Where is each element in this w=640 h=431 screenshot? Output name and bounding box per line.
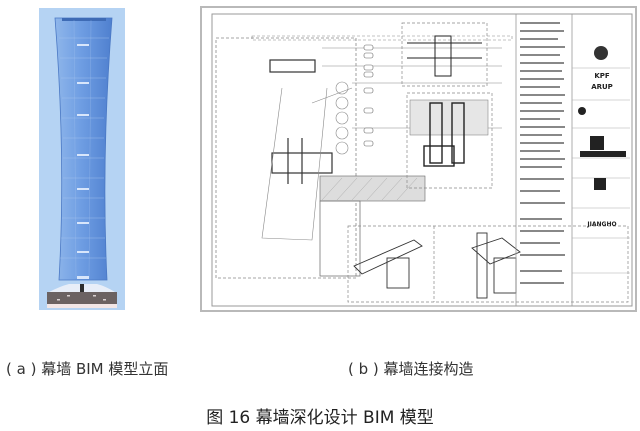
caption-panel-a: ( a ) 幕墙 BIM 模型立面 <box>6 360 169 378</box>
tower-illustration <box>47 17 117 308</box>
figure-title: 图 16 幕墙深化设计 BIM 模型 <box>206 408 434 428</box>
caption-panel-b: ( b ) 幕墙连接构造 <box>348 360 474 378</box>
drawing-title-block <box>515 14 630 306</box>
connection-detail-drawing: KPF ARUP JIANGHO <box>200 6 637 312</box>
kpf-logo: KPF <box>594 72 610 80</box>
jiangho-logo: JIANGHO <box>587 221 617 228</box>
cad-drawing <box>211 13 633 307</box>
arup-logo: ARUP <box>591 83 613 91</box>
bim-elevation-image <box>39 8 125 310</box>
